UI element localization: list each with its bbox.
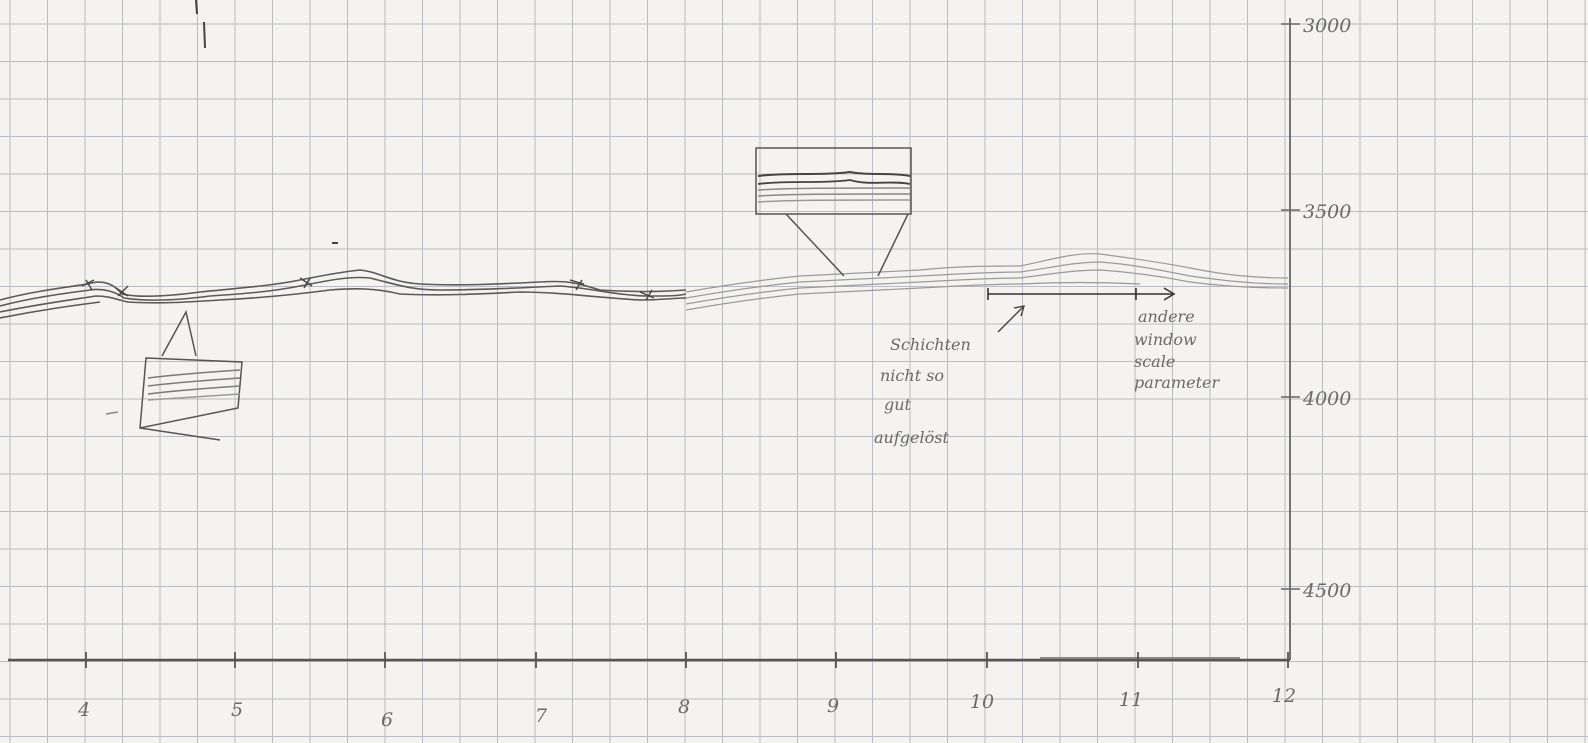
depth-tick-label: 4000: [1302, 388, 1351, 410]
x-tick-label: 12: [1272, 685, 1296, 707]
depth-tick-label: 3500: [1303, 201, 1351, 223]
strata-band-dense: [0, 269, 687, 319]
x-tick-label: 6: [381, 709, 393, 731]
note-line: nicht so: [880, 366, 944, 385]
stray-pencil-marks: [195, 0, 338, 244]
depth-axis-tick-labels: 3000 3500 4000 4500: [1302, 15, 1351, 602]
x-tick-label: 4: [77, 699, 90, 721]
strata-crosses: [81, 277, 655, 301]
x-axis-tick-labels: 4 5 6 7 8 9 10 11 12: [77, 685, 1296, 731]
x-axis-ticks: [85, 652, 1289, 668]
right-zoom-inset: [755, 147, 912, 277]
note-layers-not-resolved: Schichten nicht so gut aufgelöst: [874, 335, 971, 447]
strata-band-light: [685, 253, 1289, 311]
window-range-arrow: [987, 287, 1176, 301]
x-tick-label: 10: [970, 691, 994, 713]
note-line: window: [1134, 330, 1197, 349]
left-zoom-inset: [105, 309, 243, 441]
x-tick-label: 7: [535, 705, 548, 727]
x-tick-label: 8: [678, 696, 690, 718]
note-window-scale-parameter: andere window scale parameter: [1134, 307, 1221, 392]
note-pointer-arrow: [997, 305, 1026, 333]
note-line: andere: [1138, 307, 1195, 326]
note-line: aufgelöst: [874, 428, 949, 447]
note-line: gut: [884, 395, 912, 414]
x-tick-label: 11: [1119, 689, 1143, 711]
x-tick-label: 9: [827, 695, 839, 717]
note-line: parameter: [1134, 373, 1221, 392]
note-line: Schichten: [890, 335, 971, 354]
note-line: scale: [1134, 352, 1175, 371]
depth-axis-ticks: [1281, 23, 1300, 590]
depth-tick-label: 4500: [1302, 580, 1351, 602]
x-tick-label: 5: [231, 699, 243, 721]
depth-tick-label: 3000: [1303, 15, 1351, 37]
